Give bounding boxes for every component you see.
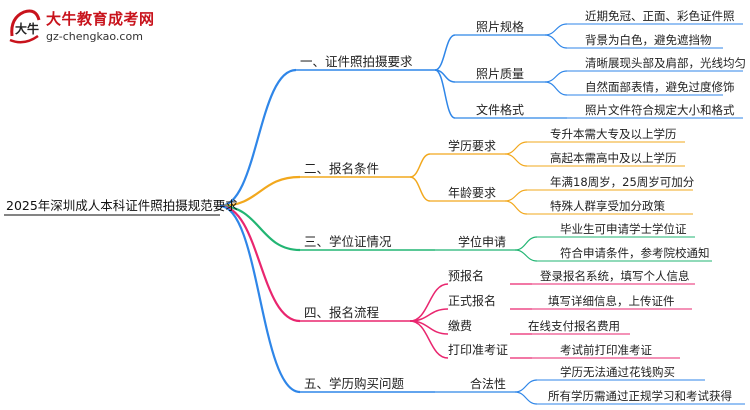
edge-sub-leaf-4-0-1: [514, 391, 538, 405]
edge-branch-sub-1-0: [409, 153, 431, 178]
edge-sub-leaf-2-0-0: [514, 236, 538, 251]
leaf-education-2: 高起本需高中及以上学历: [550, 151, 677, 165]
leaf-legality-1: 学历无法通过花钱购买: [560, 365, 675, 379]
leaf-print-ticket-1: 考试前打印准考证: [560, 343, 652, 357]
leaf-payment-1: 在线支付报名费用: [528, 319, 620, 333]
branch-diploma-purchase: 五、学历购买问题: [304, 376, 405, 391]
edge-branch-sub-1-1: [409, 176, 431, 202]
leaf-legality-2: 所有学历需通过正规学习和考试获得: [548, 389, 732, 403]
branch-registration-conditions: 二、报名条件: [304, 161, 380, 176]
site-logo: 大牛 大牛教育成考网 gz-chengkao.com: [6, 6, 156, 52]
sub-legality: 合法性: [470, 377, 507, 391]
edge-sub-leaf-1-1-0: [504, 189, 528, 202]
edge-sub-leaf-0-1-1: [544, 81, 568, 96]
leaf-degree-2: 符合申请条件，参考院校通知: [560, 246, 710, 260]
edge-root-branch-3: [219, 204, 301, 323]
logo-mark-icon: 大牛: [9, 9, 41, 44]
sub-photo-quality: 照片质量: [476, 67, 525, 81]
logo-url: gz-chengkao.com: [46, 30, 143, 43]
leaf-education-1: 专升本需大专及以上学历: [550, 127, 677, 141]
sub-pre-registration: 预报名: [448, 269, 485, 283]
sub-formal-registration: 正式报名: [448, 294, 497, 308]
leaf-photo-quality-2: 自然面部表情，避免过度修饰: [585, 80, 735, 94]
edge-root-branch-4: [219, 204, 301, 394]
branch-photo-requirements: 一、证件照拍摄要求: [300, 54, 413, 69]
leaf-age-2: 特殊人群享受加分政策: [550, 199, 665, 213]
sub-payment: 缴费: [448, 319, 473, 333]
edge-branch-sub-0-2: [434, 69, 456, 119]
branch-registration-process: 四、报名流程: [304, 305, 380, 320]
branch-degree-certificate: 三、学位证情况: [304, 234, 392, 249]
edge-sub-leaf-1-1-1: [504, 200, 528, 215]
edge-sub-leaf-4-0-0: [514, 379, 538, 393]
logo-title: 大牛教育成考网: [46, 10, 155, 28]
edge-branch-sub-3-3: [409, 320, 449, 359]
leaf-pre-registration-1: 登录报名系统，填写个人信息: [540, 269, 690, 283]
sub-degree-application: 学位申请: [458, 235, 507, 249]
edge-sub-leaf-0-0-1: [544, 34, 568, 49]
sub-age-req: 年龄要求: [448, 186, 497, 200]
edge-root-branch-1: [219, 175, 301, 208]
edge-branch-sub-0-0: [434, 34, 456, 71]
sub-education-req: 学历要求: [448, 139, 497, 153]
edge-sub-leaf-0-1-0: [544, 70, 568, 83]
leaf-file-format-1: 照片文件符合规定大小和格式: [585, 103, 735, 117]
leaf-formal-registration-1: 填写详细信息，上传证件: [548, 294, 675, 308]
edge-root-branch-2: [219, 204, 301, 252]
leaf-photo-spec-2: 背景为白色，避免遮挡物: [585, 33, 712, 47]
edge-root-branch-0: [219, 68, 297, 208]
edge-sub-leaf-1-0-1: [504, 153, 528, 167]
sub-file-format: 文件格式: [476, 103, 525, 117]
leaf-photo-quality-1: 清晰展现头部及肩部，光线均匀: [585, 56, 746, 70]
edge-sub-leaf-1-0-0: [504, 141, 528, 155]
edge-sub-leaf-0-0-0: [544, 23, 568, 36]
leaf-age-1: 年满18周岁，25周岁可加分: [550, 175, 695, 189]
edge-branch-sub-3-0: [409, 283, 449, 322]
edge-sub-leaf-2-0-1: [514, 249, 538, 262]
root-topic: 2025年深圳成人本科证件照拍摄规范要求: [6, 198, 238, 213]
logo-mark-text: 大牛: [15, 21, 39, 36]
leaf-photo-spec-1: 近期免冠、正面、彩色证件照: [585, 9, 735, 23]
sub-print-admission-ticket: 打印准考证: [448, 343, 509, 357]
sub-photo-spec: 照片规格: [476, 20, 525, 34]
leaf-degree-1: 毕业生可申请学士学位证: [560, 222, 687, 236]
